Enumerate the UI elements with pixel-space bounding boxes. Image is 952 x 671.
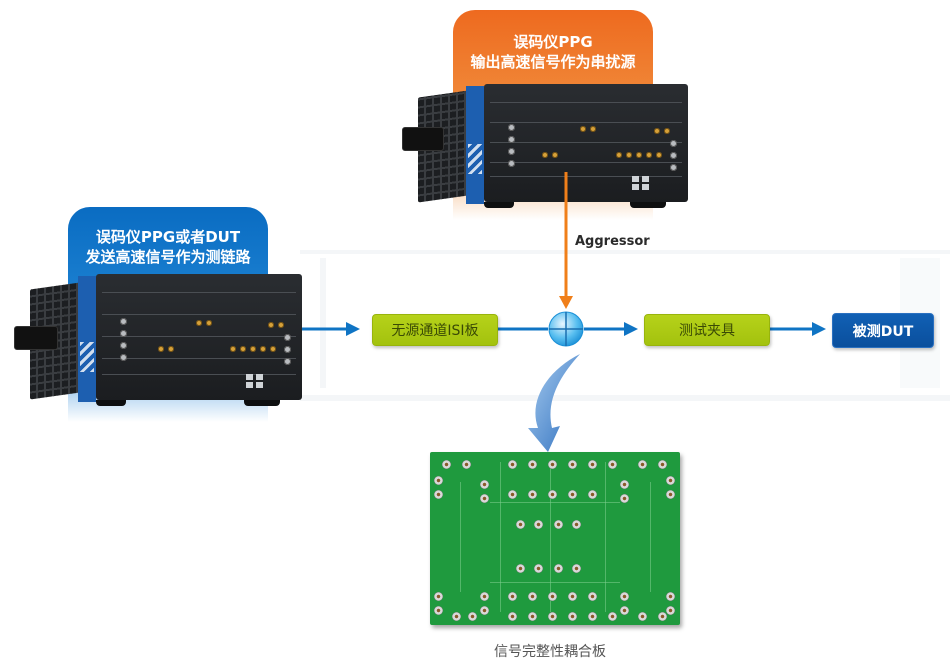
coupling-junction-icon bbox=[548, 311, 584, 347]
instrument-brand-stripe bbox=[78, 276, 96, 402]
instrument-front-panel bbox=[484, 84, 688, 202]
watermark bbox=[300, 250, 950, 254]
dut-box: 被测DUT bbox=[832, 313, 934, 348]
instrument-brand-stripe bbox=[466, 86, 484, 204]
instrument-foot bbox=[630, 202, 666, 208]
watermark bbox=[300, 395, 950, 401]
callout-line: 发送高速信号作为测链路 bbox=[85, 248, 251, 266]
ppg-instrument-aggressor bbox=[400, 82, 692, 212]
isi-board-box: 无源通道ISI板 bbox=[372, 314, 498, 346]
arrowhead bbox=[812, 322, 826, 336]
instrument-foot bbox=[484, 202, 514, 208]
aggressor-arrowhead bbox=[559, 296, 573, 309]
arrowhead bbox=[624, 322, 638, 336]
instrument-front-panel bbox=[96, 274, 302, 400]
instrument-foot bbox=[96, 400, 126, 406]
test-fixture-box: 测试夹具 bbox=[644, 314, 770, 346]
arrowhead bbox=[346, 322, 360, 336]
coupling-board-image bbox=[430, 452, 680, 625]
callout-line: 误码仪PPG bbox=[513, 33, 593, 51]
curved-arrow-to-pcb bbox=[528, 354, 580, 452]
aggressor-label: Aggressor bbox=[575, 234, 650, 249]
watermark bbox=[320, 258, 326, 388]
callout-line: 输出高速信号作为串扰源 bbox=[470, 53, 636, 71]
instrument-foot bbox=[244, 400, 280, 406]
callout-line: 误码仪PPG或者DUT bbox=[95, 228, 241, 246]
coupling-board-caption: 信号完整性耦合板 bbox=[494, 644, 606, 660]
instrument-handle bbox=[14, 326, 58, 350]
instrument-handle bbox=[402, 127, 444, 151]
ppg-instrument-victim bbox=[12, 272, 304, 412]
